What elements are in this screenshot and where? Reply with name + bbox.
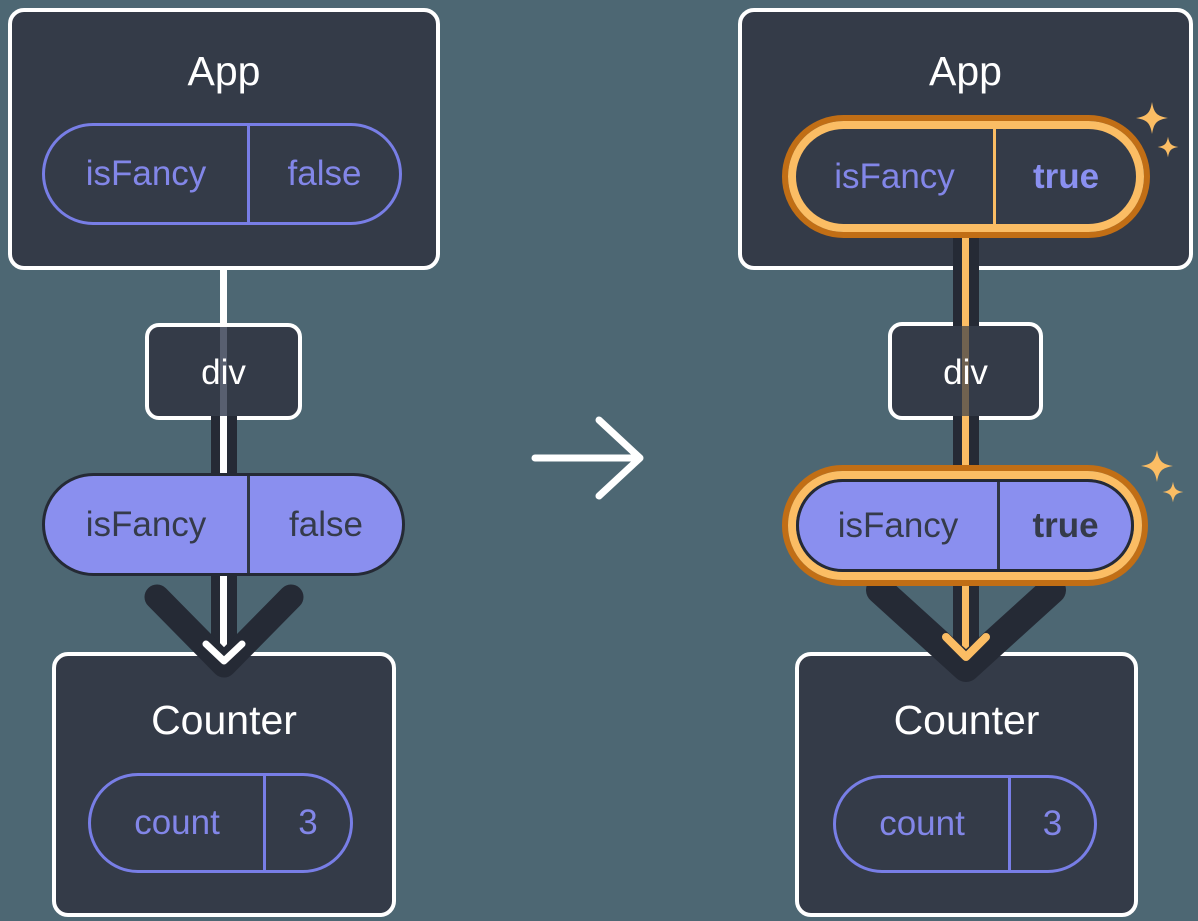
after-div-label: div [943, 353, 988, 392]
highlight-ring-inner: isFancy true [788, 121, 1144, 232]
pill-divider [263, 776, 266, 870]
after-counter-state-pill: count 3 [833, 775, 1097, 873]
state-value: 3 [1042, 804, 1063, 843]
before-div-label: div [201, 353, 246, 392]
state-name: isFancy [834, 156, 955, 196]
prop-name: isFancy [85, 504, 207, 544]
state-name: isFancy [85, 154, 207, 193]
right-arrow-icon [531, 416, 644, 500]
sparkle-icon [1162, 481, 1184, 503]
before-div-box [145, 323, 302, 420]
pill-divider [993, 129, 996, 224]
prop-name: isFancy [837, 505, 959, 545]
before-counter-state-pill: count 3 [88, 773, 353, 873]
connector-line [220, 266, 227, 327]
connector-line [220, 574, 227, 660]
connector-line-faded [220, 327, 227, 416]
state-value: true [1032, 156, 1100, 196]
pill-divider [997, 482, 1000, 569]
after-counter-title: Counter [893, 697, 1040, 743]
highlight-ring-inner: isFancy true [788, 471, 1142, 580]
prop-value: false [289, 504, 363, 544]
pill-divider [247, 476, 250, 573]
state-name: count [879, 804, 965, 843]
before-app-title: App [187, 48, 261, 94]
connector-line-highlight [962, 582, 969, 657]
pill-divider [1008, 778, 1011, 870]
connector-line [220, 416, 227, 477]
state-name: count [134, 803, 220, 842]
after-prop-pill: isFancy true [796, 479, 1134, 572]
before-app-state-pill: isFancy false [42, 123, 402, 225]
state-value: false [287, 154, 362, 193]
connector-line-highlight [962, 234, 969, 326]
state-value: 3 [298, 803, 318, 842]
after-app-state-pill: isFancy true [796, 129, 1136, 224]
sparkle-icon [1141, 450, 1173, 482]
after-app-title: App [929, 48, 1002, 94]
after-prop-pill-highlight-ring: isFancy true [782, 465, 1148, 586]
prop-value: true [1032, 505, 1099, 545]
pill-divider [247, 126, 250, 222]
after-app-state-pill-highlight-ring: isFancy true [782, 115, 1150, 238]
before-prop-pill: isFancy false [42, 473, 405, 576]
connector-line-highlight [962, 416, 969, 468]
connector-line-faded [962, 326, 969, 416]
before-counter-title: Counter [151, 697, 297, 743]
